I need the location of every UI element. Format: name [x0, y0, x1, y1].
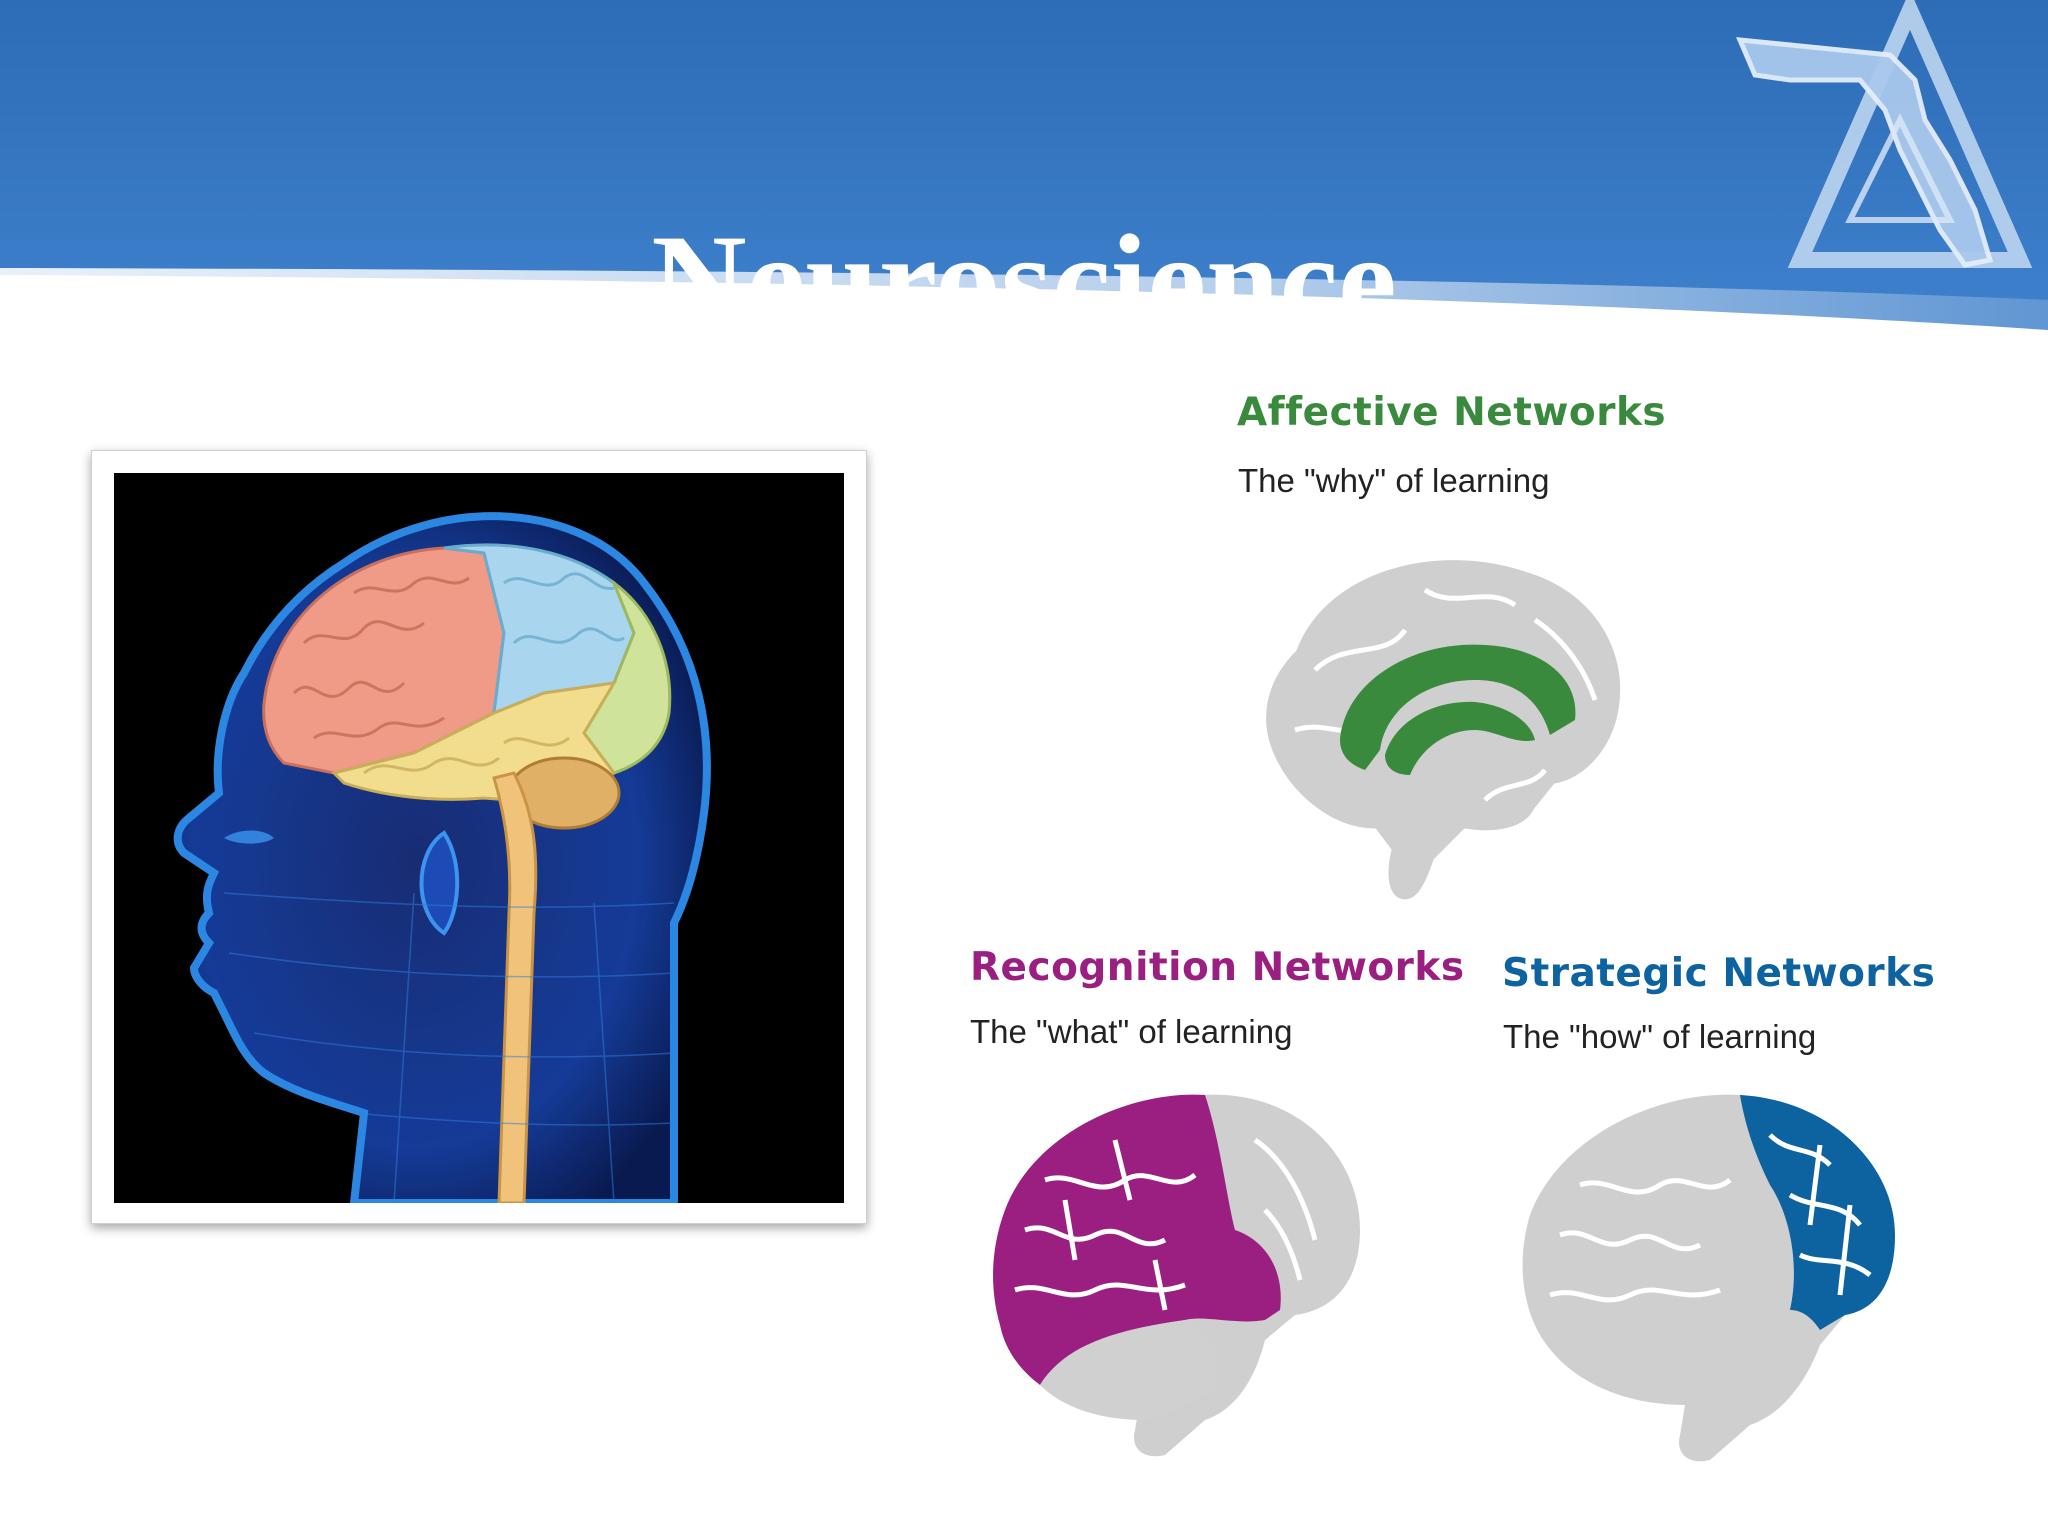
recognition-networks-title: Recognition Networks: [970, 945, 1465, 990]
affective-networks-subtitle: The "why" of learning: [1238, 462, 1550, 499]
strategic-networks-subtitle: The "how" of learning: [1503, 1018, 1817, 1055]
recognition-brain-diagram: [993, 1094, 1360, 1457]
head-brain-illustration: [114, 473, 844, 1203]
florida-triangle-logo: [1736, 0, 2033, 268]
strategic-brain-diagram: [1522, 1094, 1895, 1462]
slide-title: Neuroscience: [651, 207, 1397, 355]
strategic-networks-title: Strategic Networks: [1502, 951, 1936, 996]
brain-photo-frame: [91, 450, 867, 1224]
recognition-networks-subtitle: The "what" of learning: [970, 1013, 1293, 1050]
affective-brain-diagram: [1263, 557, 1624, 903]
header-banner: [0, 0, 2048, 330]
affective-networks-title: Affective Networks: [1237, 390, 1667, 435]
